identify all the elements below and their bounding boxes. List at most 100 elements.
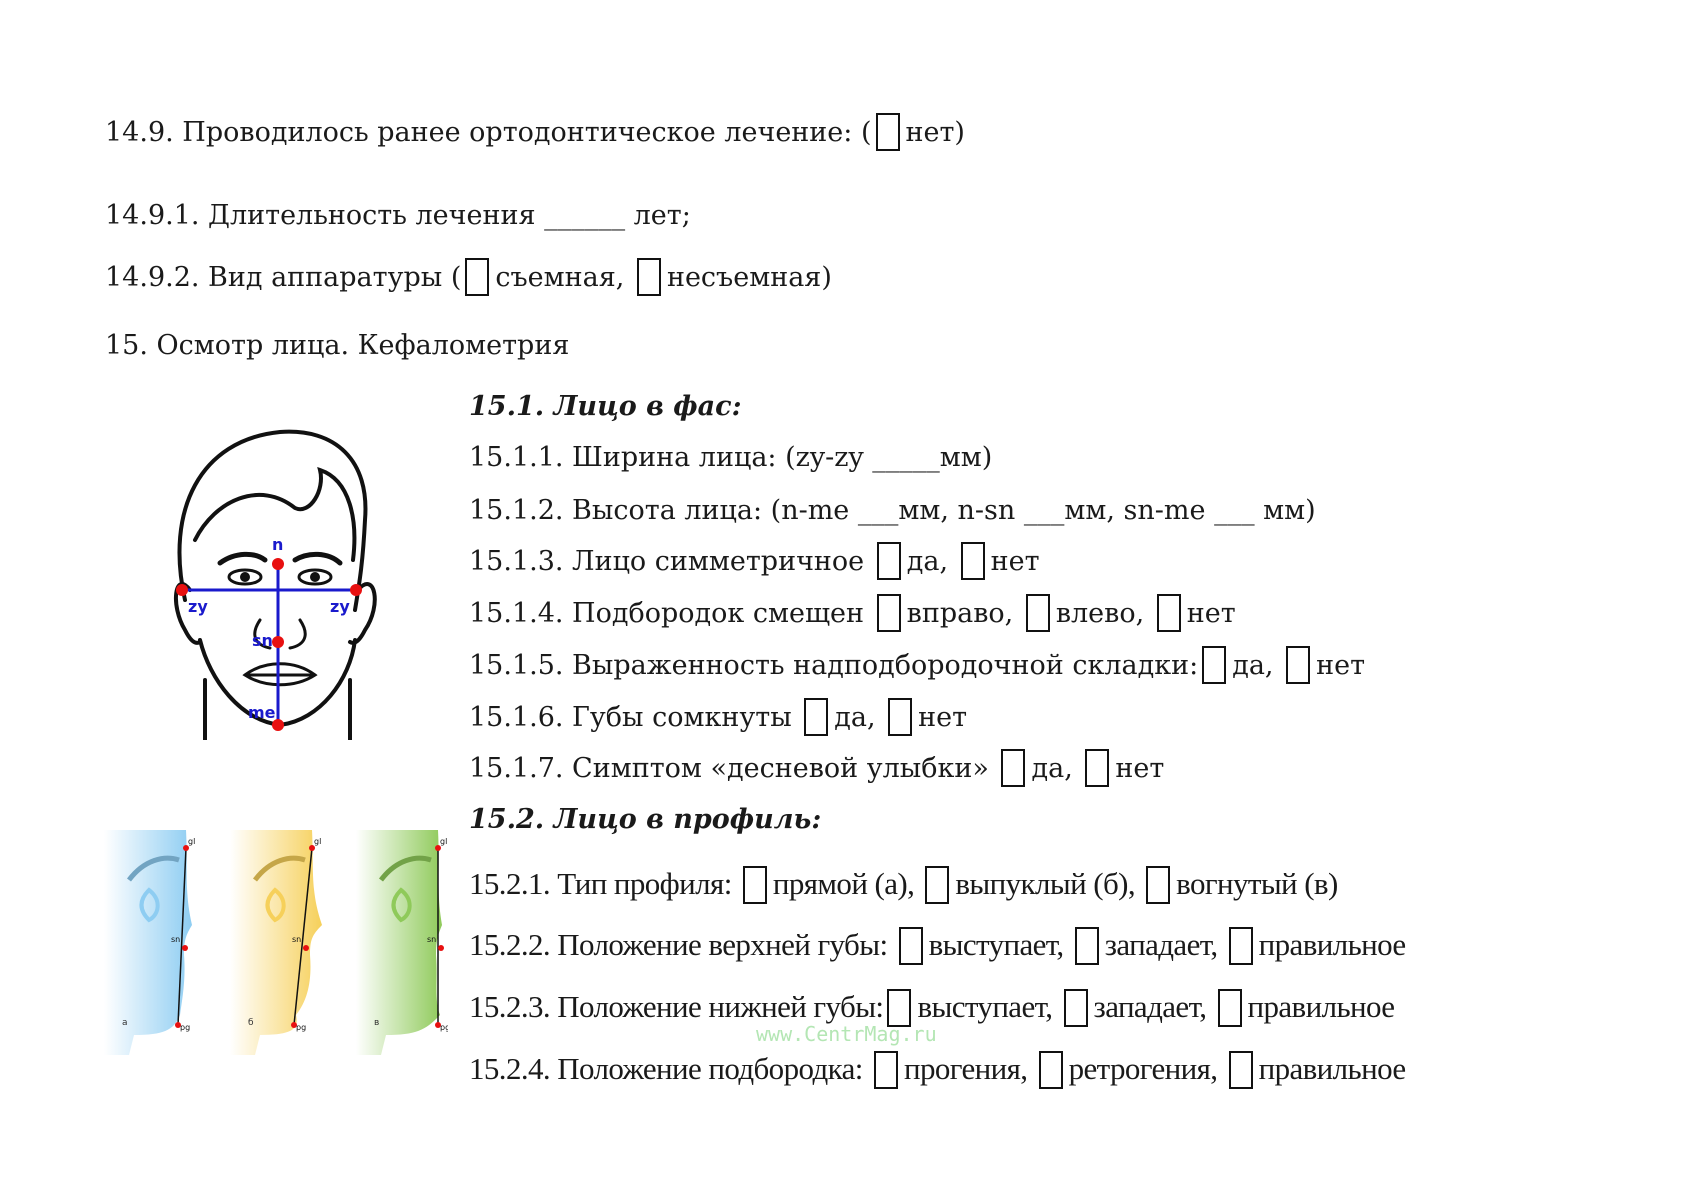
checkbox-lips-no[interactable] (888, 698, 913, 736)
landmark-gl: gl (188, 837, 195, 846)
landmark-pg: pg (180, 1023, 190, 1032)
checkbox-chin-normal[interactable] (1228, 1051, 1253, 1089)
landmark-pg: pg (440, 1023, 448, 1032)
face-front-diagram: n zy zy sn me (173, 429, 377, 740)
landmark-pg: pg (296, 1023, 306, 1032)
question-q15-1: 15.1. Лицо в фас: (469, 387, 742, 427)
question-text: 15.2.1. Тип профиля: (469, 866, 739, 901)
question-text: 14.9.1. Длительность лечения ______ лет; (105, 200, 691, 231)
question-text: правильное (1247, 989, 1396, 1024)
question-text: нет (1186, 598, 1236, 629)
question-text: 15.1.7. Симптом «десневой улыбки» (469, 753, 998, 784)
question-q15-1-5: 15.1.5. Выраженность надподбородочной ск… (469, 646, 1365, 686)
question-text: 15.2.4. Положение подбородка: (469, 1051, 870, 1086)
question-text: несъемная) (666, 262, 832, 293)
checkbox-symmetric-no[interactable] (960, 542, 985, 580)
question-q14-9: 14.9. Проводилось ранее ортодонтическое … (105, 113, 965, 153)
question-text: выступает, (928, 927, 1071, 962)
question-text: выступает, (917, 989, 1060, 1024)
landmark-sn: sn (252, 631, 273, 650)
question-q15-1-1: 15.1.1. Ширина лица: (zy-zy _____мм) (469, 438, 992, 478)
checkbox-lower-lip-retruded[interactable] (1063, 989, 1088, 1027)
question-q15-1-4: 15.1.4. Подбородок смещен вправо, влево,… (469, 594, 1236, 634)
question-text: 15.1. Лицо в фас: (469, 391, 742, 422)
question-text: 15.2.2. Положение верхней губы: (469, 927, 895, 962)
profile-letter: б (248, 1018, 254, 1028)
checkbox-profile-straight[interactable] (742, 866, 767, 904)
question-text: да, (834, 702, 885, 733)
question-q15-2-3: 15.2.3. Положение нижней губы: выступает,… (469, 987, 1396, 1027)
landmark-n: n (272, 535, 283, 554)
checkbox-fold-no[interactable] (1286, 646, 1311, 684)
checkbox-upper-lip-retruded[interactable] (1074, 927, 1099, 965)
checkbox-fold-yes[interactable] (1202, 646, 1227, 684)
question-text: нет (990, 546, 1040, 577)
question-q14-9-2: 14.9.2. Вид аппаратуры ( съемная, несъемн… (105, 258, 832, 298)
question-text: 15.2. Лицо в профиль: (469, 804, 822, 835)
checkbox-profile-convex[interactable] (925, 866, 950, 904)
landmark-gl: gl (314, 837, 321, 846)
profile-diagram-2: gl sn pg б (230, 830, 322, 1055)
question-text: да, (1232, 650, 1283, 681)
question-text: 15. Осмотр лица. Кефалометрия (105, 330, 570, 361)
checkbox-chin-right[interactable] (876, 594, 901, 632)
question-text: 14.9.2. Вид аппаратуры ( (105, 262, 462, 293)
question-q15: 15. Осмотр лица. Кефалометрия (105, 326, 569, 366)
question-text: 15.1.3. Лицо симметричное (469, 546, 873, 577)
checkbox-lower-lip-normal[interactable] (1217, 989, 1242, 1027)
question-q15-1-7: 15.1.7. Симптом «десневой улыбки» да, не… (469, 749, 1164, 789)
watermark: www.CentrMag.ru (756, 1022, 937, 1046)
checkbox-gummy-no[interactable] (1085, 749, 1110, 787)
question-text: 15.1.5. Выраженность надподбородочной ск… (469, 650, 1199, 681)
checkbox-chin-left[interactable] (1025, 594, 1050, 632)
question-text: нет) (905, 117, 965, 148)
question-q15-2-2: 15.2.2. Положение верхней губы: выступае… (469, 925, 1406, 965)
checkbox-chin-progenia[interactable] (873, 1051, 898, 1089)
checkbox-chin-no[interactable] (1156, 594, 1181, 632)
checkbox-fixed[interactable] (636, 258, 661, 296)
question-text: съемная, (495, 262, 633, 293)
checkbox-lips-yes[interactable] (804, 698, 829, 736)
question-q15-2: 15.2. Лицо в профиль: (469, 800, 821, 840)
question-text: нет (1316, 650, 1366, 681)
question-text: ретрогения, (1068, 1051, 1225, 1086)
question-text: влево, (1055, 598, 1153, 629)
question-text: да, (1031, 753, 1082, 784)
question-text: вогнутый (в) (1176, 866, 1338, 901)
checkbox-upper-lip-protruding[interactable] (898, 927, 923, 965)
checkbox-profile-concave[interactable] (1146, 866, 1171, 904)
checkbox-symmetric-yes[interactable] (876, 542, 901, 580)
question-text: вправо, (906, 598, 1022, 629)
profile-diagram-1: gl sn pg а (104, 830, 195, 1055)
question-text: 15.1.6. Губы сомкнуты (469, 702, 801, 733)
profile-letter: в (374, 1018, 379, 1028)
checkbox-treatment-no[interactable] (875, 113, 900, 151)
question-q15-1-2: 15.1.2. Высота лица: (n-me ___мм, n-sn _… (469, 491, 1316, 531)
question-text: 14.9. Проводилось ранее ортодонтическое … (105, 117, 872, 148)
checkbox-gummy-yes[interactable] (1001, 749, 1026, 787)
checkbox-upper-lip-normal[interactable] (1228, 927, 1253, 965)
landmark-gl: gl (440, 837, 447, 846)
profile-diagram-3: gl sn pg в (356, 830, 448, 1055)
question-q15-1-6: 15.1.6. Губы сомкнуты да, нет (469, 698, 967, 738)
checkbox-lower-lip-protruding[interactable] (887, 989, 912, 1027)
question-text: нет (918, 702, 968, 733)
question-q15-2-4: 15.2.4. Положение подбородка: прогения, … (469, 1049, 1406, 1089)
question-text: 15.1.2. Высота лица: (n-me ___мм, n-sn _… (469, 495, 1316, 526)
question-text: правильное (1258, 1051, 1407, 1086)
landmark-sn: sn (292, 935, 301, 944)
question-text: западает, (1104, 927, 1225, 962)
question-q14-9-1: 14.9.1. Длительность лечения ______ лет; (105, 196, 691, 236)
question-q15-2-1: 15.2.1. Тип профиля: прямой (а), выпуклы… (469, 864, 1338, 904)
question-text: 15.1.4. Подбородок смещен (469, 598, 873, 629)
landmark-zy-left: zy (188, 597, 208, 616)
profile-letter: а (122, 1018, 128, 1028)
checkbox-removable[interactable] (465, 258, 490, 296)
question-text: 15.2.3. Положение нижней губы: (469, 989, 884, 1024)
question-text: нет (1115, 753, 1165, 784)
landmark-me: me (248, 703, 276, 722)
landmark-sn: sn (427, 935, 436, 944)
landmark-sn: sn (171, 935, 180, 944)
checkbox-chin-retrogenia[interactable] (1038, 1051, 1063, 1089)
question-text: правильное (1258, 927, 1407, 962)
